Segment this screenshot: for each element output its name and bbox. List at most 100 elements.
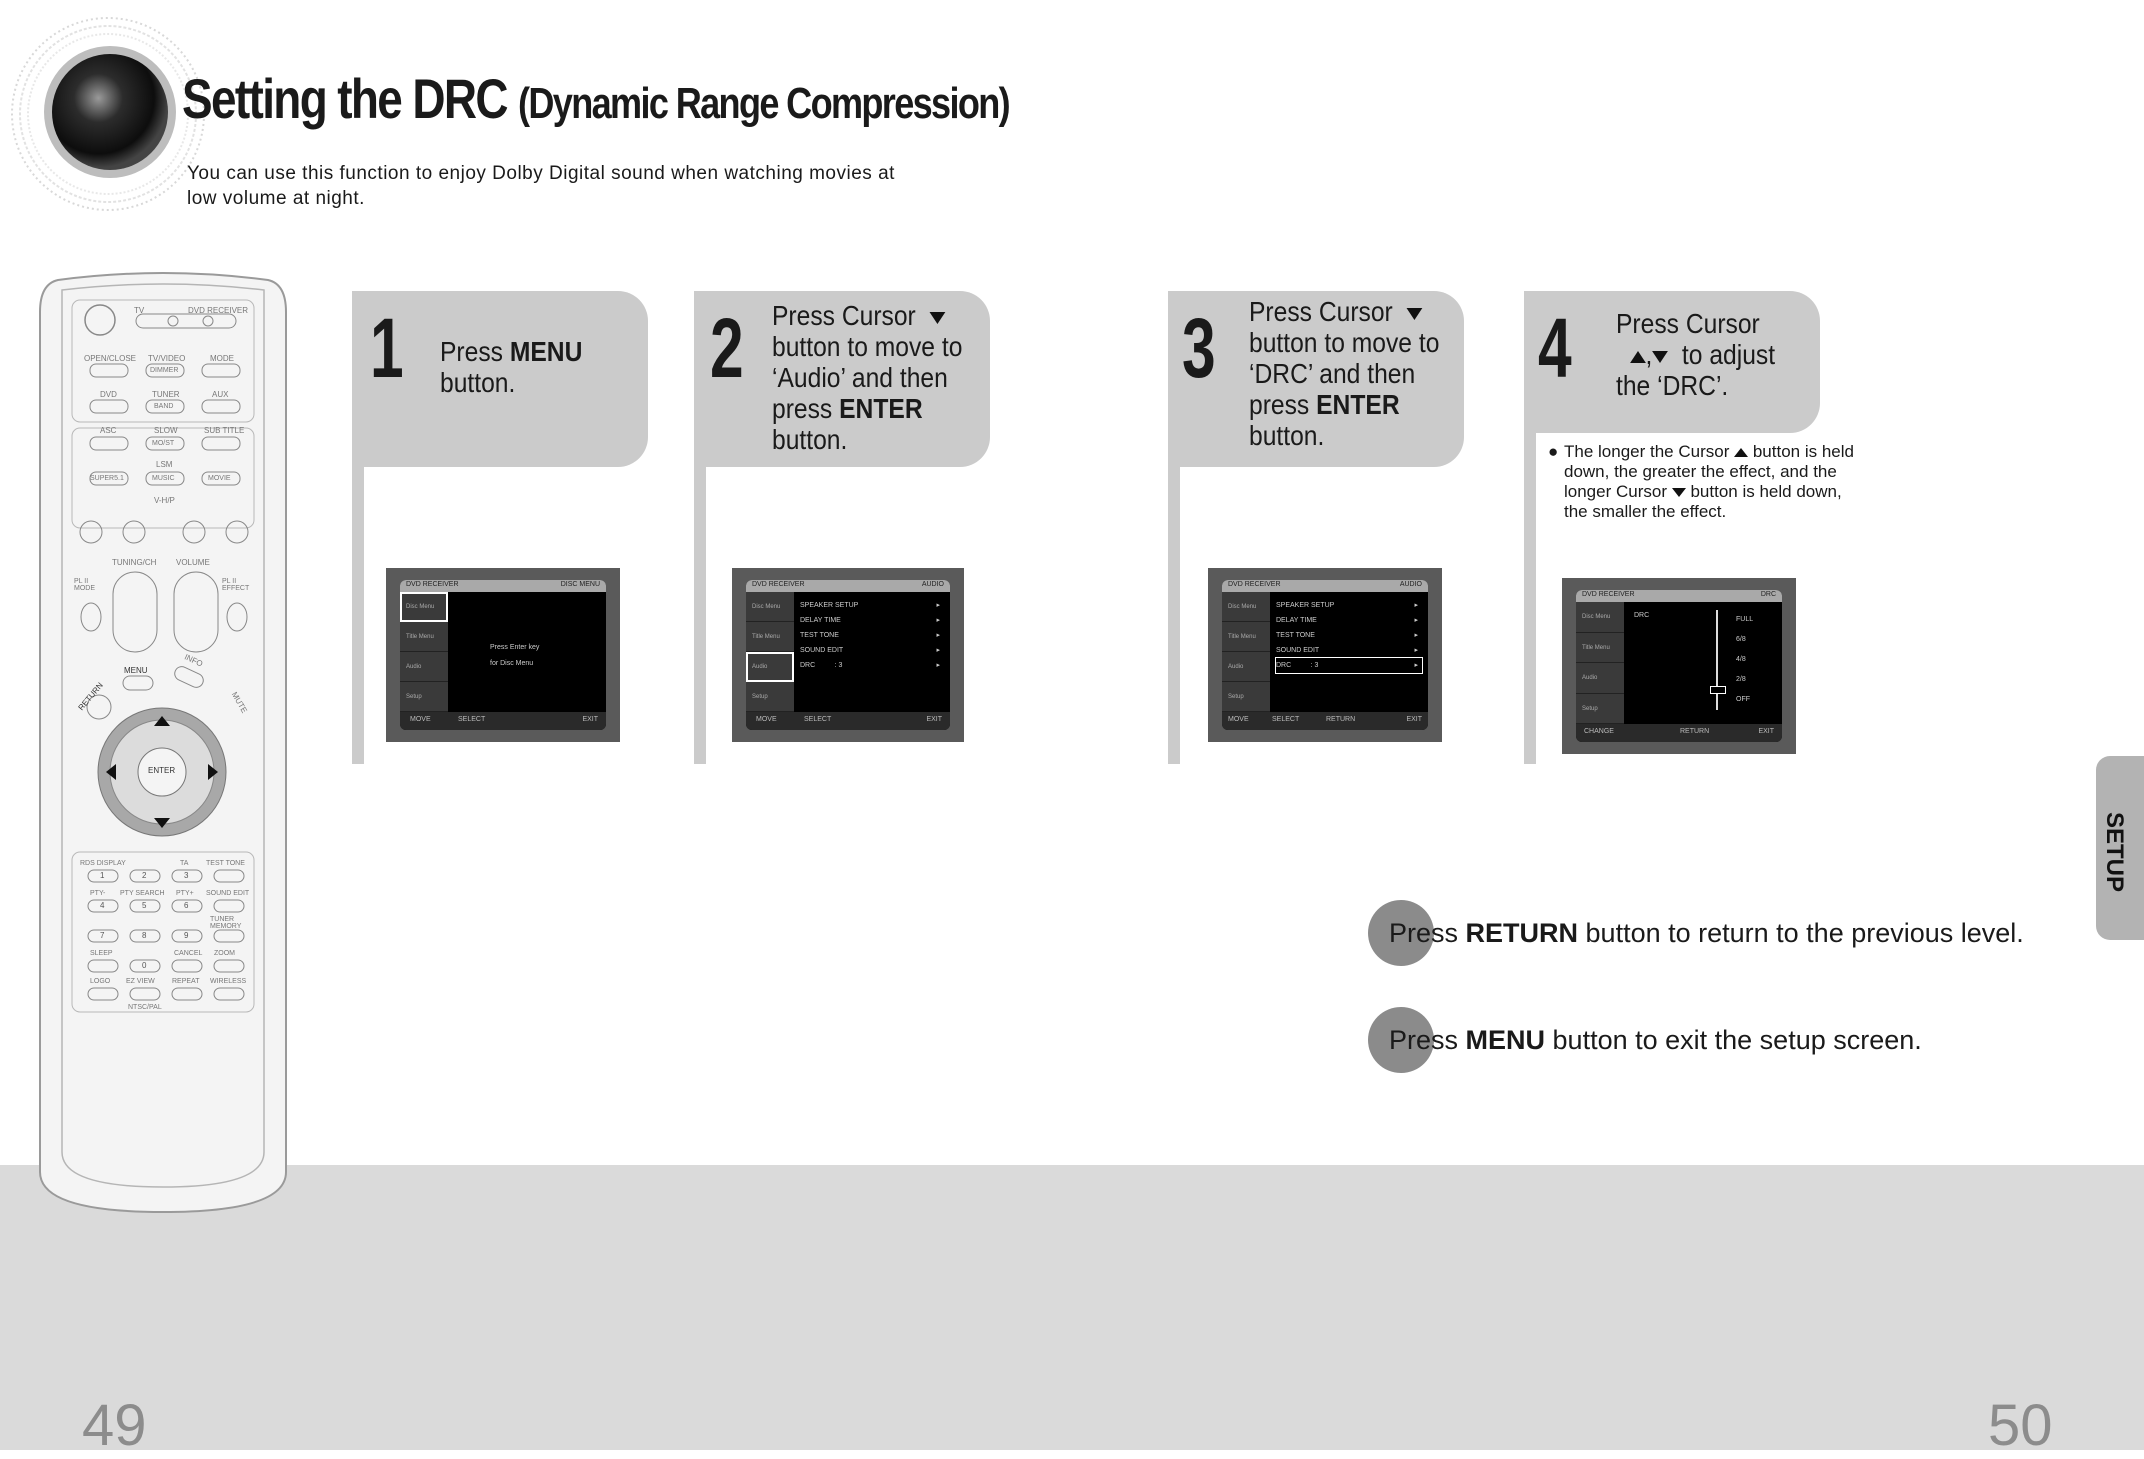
title-main: Setting the DRC xyxy=(182,67,509,130)
step-1-post: button. xyxy=(440,367,516,398)
remote-body xyxy=(39,272,287,1214)
step-3-line-3: ‘DRC’ and then xyxy=(1249,358,1416,389)
step-4-number: 4 xyxy=(1538,301,1572,395)
screen-1-exit: EXIT xyxy=(582,716,598,723)
screen-1-msg-1: Press Enter key xyxy=(490,644,540,651)
screen-4-side-audio: Audio xyxy=(1576,663,1624,694)
screen-3-item-1-label: SPEAKER SETUP xyxy=(1276,602,1335,609)
remote-label-mo-st: MO/ST xyxy=(152,440,175,447)
remote-label-tuner: TUNER xyxy=(152,390,180,399)
remote-label-aux: AUX xyxy=(212,390,229,399)
screen-2-item-4-label: SOUND EDIT xyxy=(800,647,844,654)
step-3-line-5: button. xyxy=(1249,420,1325,451)
screen-2-exit: EXIT xyxy=(926,716,942,723)
remote-label-sleep: SLEEP xyxy=(90,950,113,957)
step-4-line-1: Press Cursor xyxy=(1616,308,1760,339)
screen-3-header-right: AUDIO xyxy=(1399,581,1422,588)
step-3-line-1: Press Cursor xyxy=(1249,296,1393,327)
screen-1-side-setup: Setup xyxy=(400,682,448,712)
screen-3-select: SELECT xyxy=(1272,716,1300,723)
hint-2-post: button to exit the setup screen. xyxy=(1545,1025,1922,1055)
hint-1-circle xyxy=(1368,900,1434,966)
screen-2-item-5-label: DRC xyxy=(800,662,816,669)
cursor-up-icon xyxy=(1734,448,1749,458)
screen-4-side-title: Title Menu xyxy=(1576,633,1624,663)
remote-label-lsm: LSM xyxy=(156,460,173,469)
screen-3-side-disc: Disc Menu xyxy=(1222,592,1270,622)
screen-1-side-disc: Disc Menu xyxy=(400,592,448,622)
screen-2-drc-value: : 3 xyxy=(834,662,843,669)
screen-4-slider-handle xyxy=(1710,686,1726,694)
screen-3-side-setup: Setup xyxy=(1222,682,1270,712)
screen-3-header-left: DVD RECEIVER xyxy=(1228,581,1281,588)
remote-digit-4: 4 xyxy=(100,901,105,910)
remote-label-repeat: REPEAT xyxy=(172,978,200,985)
step-1-pre: Press xyxy=(440,336,510,367)
remote-label-logo: LOGO xyxy=(90,978,111,985)
screen-3-item-1: SPEAKER SETUP▸ xyxy=(1276,602,1418,609)
screen-3-item-2: DELAY TIME▸ xyxy=(1276,617,1418,624)
screen-4-side-setup: Setup xyxy=(1576,694,1624,724)
screen-2-side-title: Title Menu xyxy=(746,622,794,652)
remote-label-dvd: DVD xyxy=(100,390,117,399)
remote-digit-7: 7 xyxy=(100,931,105,940)
step-1-card xyxy=(352,291,648,467)
screen-4-level-2-8: 2/8 xyxy=(1736,676,1746,683)
remote-digit-9: 9 xyxy=(184,931,189,940)
note-a: The longer the Cursor xyxy=(1564,442,1730,461)
hint-2-circle xyxy=(1368,1007,1434,1073)
screen-4-exit: EXIT xyxy=(1758,728,1774,735)
remote-label-ntsc-pal: NTSC/PAL xyxy=(128,1004,162,1011)
screen-2-item-3-label: TEST TONE xyxy=(800,632,839,639)
screen-4-return: RETURN xyxy=(1680,728,1710,735)
note-e: button is held down, xyxy=(1690,482,1842,501)
remote-label-cancel: CANCEL xyxy=(174,950,203,957)
step-2-enter: ENTER xyxy=(839,393,923,424)
screen-2-side-audio: Audio xyxy=(746,652,794,682)
cursor-up-icon xyxy=(1629,350,1646,363)
screen-1-side-title: Title Menu xyxy=(400,622,448,652)
step-3-line-4: press xyxy=(1249,389,1317,420)
setup-tab xyxy=(2096,756,2144,940)
remote-label-sound-edit: SOUND EDIT xyxy=(206,890,250,897)
screen-4-levels: FULL 6/8 4/8 2/8 OFF xyxy=(1736,610,1753,710)
screen-3-item-4-label: SOUND EDIT xyxy=(1276,647,1320,654)
step-3-enter: ENTER xyxy=(1316,389,1400,420)
step-3-card xyxy=(1168,291,1464,467)
remote-digit-5: 5 xyxy=(142,901,147,910)
remote-label-ez-view: EZ VIEW xyxy=(126,978,155,985)
screen-4-header-right: DRC xyxy=(1760,591,1776,598)
remote-label-asc: ASC xyxy=(100,426,117,435)
remote-label-volume: VOLUME xyxy=(176,558,210,567)
screen-2-header-left: DVD RECEIVER xyxy=(752,581,805,588)
cursor-down-icon xyxy=(1406,307,1423,320)
remote-label-menu: MENU xyxy=(124,666,148,675)
step-4-bar xyxy=(1524,420,1536,764)
step-2-number: 2 xyxy=(710,301,744,395)
screen-1-header-left: DVD RECEIVER xyxy=(406,581,459,588)
step-4-text: Press Cursor , to adjust the ‘DRC’. xyxy=(1616,308,1775,401)
remote-label-band: BAND xyxy=(154,403,174,410)
footer-band xyxy=(0,1165,2144,1450)
screen-4-change: CHANGE xyxy=(1584,728,1614,735)
step-4-card xyxy=(1524,291,1820,433)
remote-label-test-tone: TEST TONE xyxy=(206,860,245,867)
step-4-separator: , xyxy=(1645,339,1653,370)
title-sub: (Dynamic Range Compression) xyxy=(518,79,1011,128)
step-2-line-1: Press Cursor xyxy=(772,300,916,331)
page-title: Setting the DRC (Dynamic Range Compressi… xyxy=(182,66,1011,131)
cursor-down-icon xyxy=(929,311,946,324)
screen-4-drc-label: DRC xyxy=(1634,612,1650,619)
remote-digit-3: 3 xyxy=(184,871,189,880)
remote-label-pty-plus: PTY+ xyxy=(176,890,194,897)
screen-3-item-3: TEST TONE▸ xyxy=(1276,632,1418,639)
step-3-text: Press Cursor button to move to ‘DRC’ and… xyxy=(1249,296,1439,451)
remote-label-pl-mode: PL II MODE xyxy=(74,578,95,592)
screen-2-side-disc: Disc Menu xyxy=(746,592,794,622)
hint-2-menu: MENU xyxy=(1465,1025,1546,1055)
screen-1-select: SELECT xyxy=(458,716,486,723)
remote-label-open-close: OPEN/CLOSE xyxy=(84,354,137,363)
screen-2-item-2: DELAY TIME▸ xyxy=(800,617,940,624)
screen-4-level-6-8: 6/8 xyxy=(1736,636,1746,643)
screen-3-item-3-label: TEST TONE xyxy=(1276,632,1315,639)
